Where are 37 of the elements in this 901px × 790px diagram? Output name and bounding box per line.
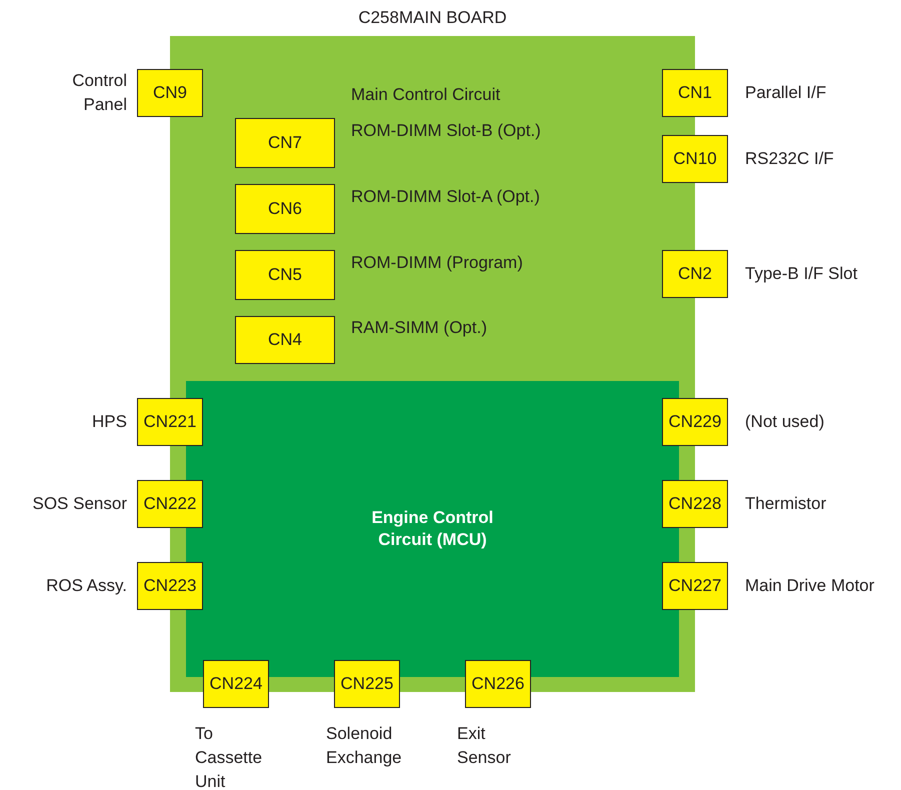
connector-label: ROM-DIMM Slot-A (Opt.) (351, 186, 540, 208)
connector-block: CN4 (235, 316, 335, 364)
connector-label: (Not used) (745, 411, 824, 433)
connector-block: CN222 (137, 480, 203, 528)
connector-label: Thermistor (745, 493, 826, 515)
connector-block: CN7 (235, 118, 335, 168)
connector-block: CN10 (662, 135, 728, 183)
connector-block: CN227 (662, 562, 728, 610)
connector-label: ROM-DIMM (Program) (351, 252, 523, 274)
circuit-label: Engine Control Circuit (MCU) (370, 507, 494, 551)
connector-block: CN2 (662, 250, 728, 298)
connector-label: ROM-DIMM Slot-B (Opt.) (351, 120, 541, 142)
connector-block: CN224 (203, 660, 269, 708)
connector-label: RAM-SIMM (Opt.) (351, 317, 487, 339)
connector-block: CN225 (334, 660, 400, 708)
circuit-label: Main Control Circuit (351, 85, 500, 105)
connector-label: Exit Sensor (457, 723, 512, 769)
connector-label: SOS Sensor (32, 493, 127, 515)
connector-block: CN223 (137, 562, 203, 610)
connector-block: CN6 (235, 184, 335, 234)
connector-label: Parallel I/F (745, 82, 826, 104)
board-title: C258MAIN BOARD (357, 8, 508, 28)
connector-label: Control Panel (71, 70, 127, 116)
connector-block: CN228 (662, 480, 728, 528)
connector-label: ROS Assy. (46, 575, 127, 597)
connector-label: Type-B I/F Slot (745, 263, 858, 285)
connector-block: CN5 (235, 250, 335, 300)
connector-block: CN1 (662, 69, 728, 117)
connector-label: Main Drive Motor (745, 575, 874, 597)
connector-label: Solenoid Exchange (326, 723, 403, 769)
connector-label: RS232C I/F (745, 148, 834, 170)
connector-block: CN9 (137, 69, 203, 117)
connector-block: CN229 (662, 398, 728, 446)
connector-block: CN226 (465, 660, 531, 708)
connector-label: To Cassette Unit (195, 723, 264, 790)
connector-label: HPS (92, 411, 127, 433)
connector-block: CN221 (137, 398, 203, 446)
